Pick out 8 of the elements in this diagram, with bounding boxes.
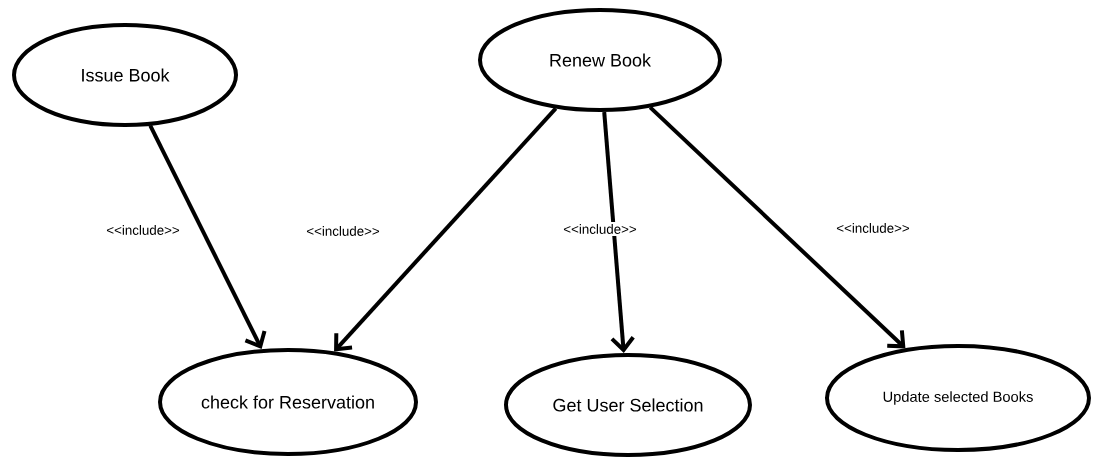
edge-label: <<include>>: [834, 221, 912, 235]
arrow: [648, 105, 906, 349]
arrow: [148, 124, 267, 350]
edge-label: <<include>>: [104, 223, 182, 237]
edge-label: <<include>>: [304, 224, 382, 238]
arrow: [602, 111, 635, 353]
edge-label: <<include>>: [561, 222, 639, 236]
arrow: [334, 107, 558, 352]
